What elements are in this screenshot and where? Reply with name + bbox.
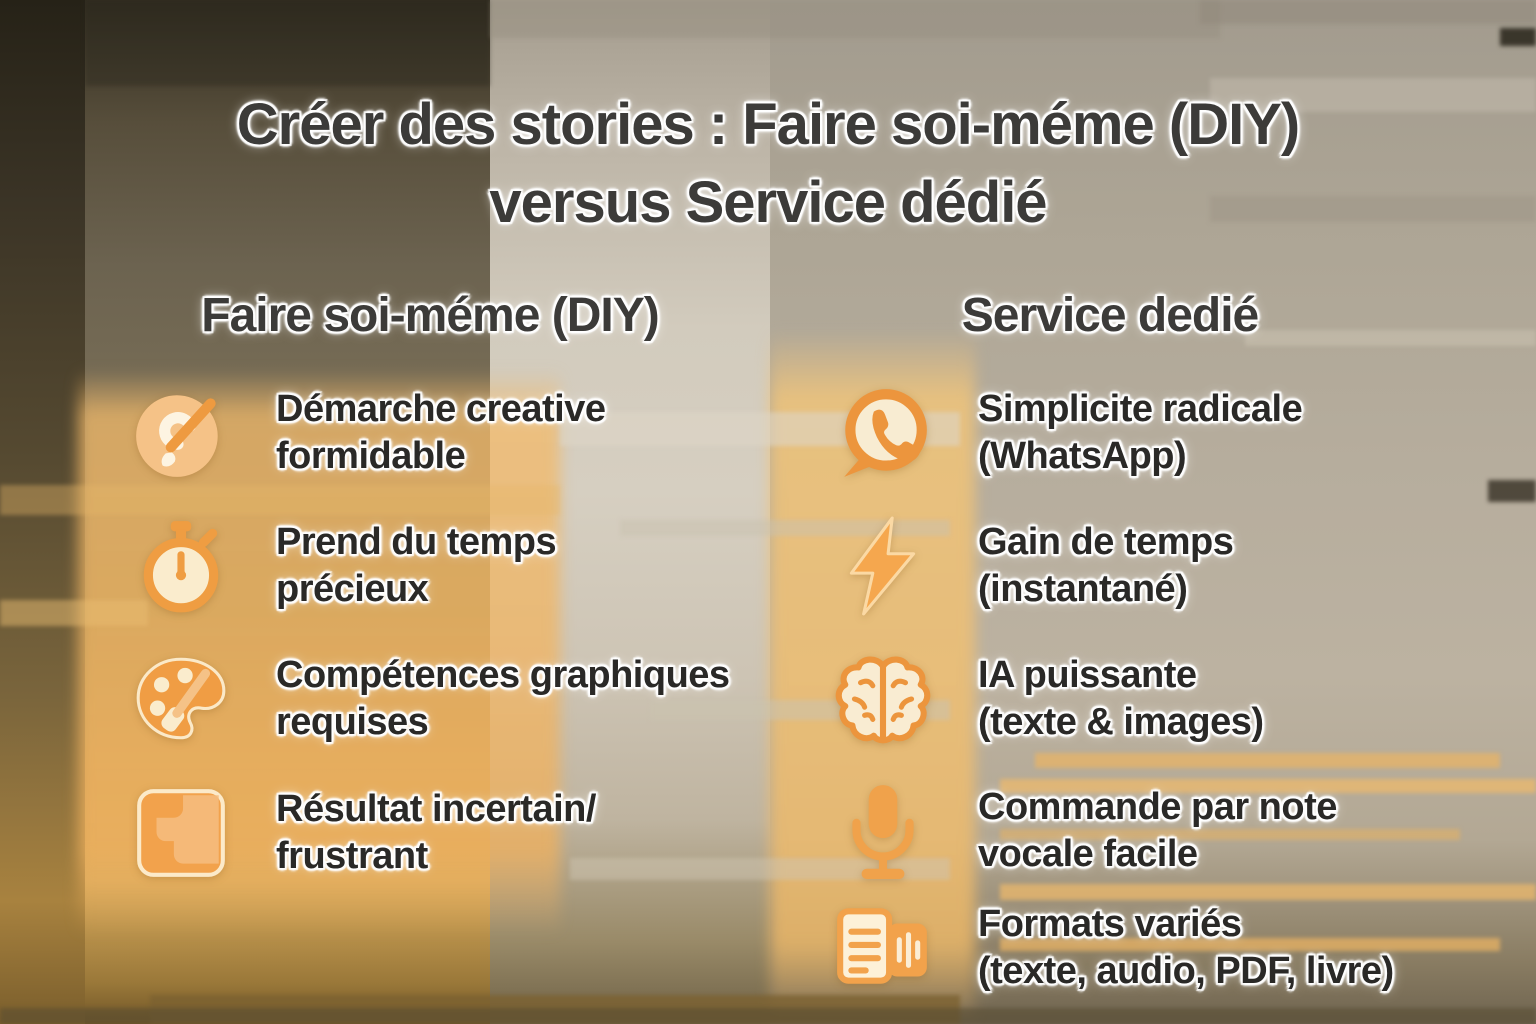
item-text: Prend du temps précieux xyxy=(276,521,557,611)
background-stripe xyxy=(570,858,950,880)
list-item: Compétences graphiques requises xyxy=(130,648,750,750)
background-stripe xyxy=(490,0,1220,38)
list-item: Gain de temps (instantané) xyxy=(832,515,1472,617)
list-item: IA puissante (texte & images) xyxy=(832,648,1472,750)
item-text: IA puissante (texte & images) xyxy=(978,654,1264,744)
background-panel-left-edge xyxy=(0,0,85,1024)
documents-icon xyxy=(832,897,934,999)
background-stripe xyxy=(1210,196,1536,222)
item-text: Formats variés (texte, audio, PDF, livre… xyxy=(978,903,1394,993)
item-text: Compétences graphiques requises xyxy=(276,654,730,744)
brain-icon xyxy=(832,648,934,750)
paint-brush-icon xyxy=(130,382,232,484)
stopwatch-icon xyxy=(130,515,232,617)
item-text: Simplicite radicale (WhatsApp) xyxy=(978,388,1303,478)
puzzle-icon xyxy=(130,782,232,884)
column-header-service: Service dedié xyxy=(961,289,1260,342)
background-stripe xyxy=(0,1008,1536,1024)
list-item: Commande par note vocale facile xyxy=(832,780,1472,882)
column-header-diy: Faire soi-méme (DIY) xyxy=(201,289,659,342)
background-stripe xyxy=(1245,330,1536,346)
background-stripe xyxy=(1000,829,1460,840)
background-stripe xyxy=(1210,78,1536,112)
list-item: Simplicite radicale (WhatsApp) xyxy=(832,382,1472,484)
page-title: Créer des stories : Faire soi-méme (DIY)… xyxy=(236,92,1300,235)
item-text: Résultat incertain/ frustrant xyxy=(276,788,596,878)
item-text: Gain de temps (instantané) xyxy=(978,521,1234,611)
microphone-icon xyxy=(832,780,934,882)
background-stripe xyxy=(0,485,560,515)
list-item: Résultat incertain/ frustrant xyxy=(130,782,750,884)
background-stripe xyxy=(1500,28,1536,46)
palette-icon xyxy=(130,648,232,750)
background-stripe xyxy=(1000,779,1536,793)
background-stripe xyxy=(1000,884,1536,900)
whatsapp-icon xyxy=(832,382,934,484)
background-stripe xyxy=(85,0,490,86)
background-stripe xyxy=(1488,480,1536,502)
item-text: Démarche creative formidable xyxy=(276,388,606,478)
background-stripe xyxy=(1200,0,1536,24)
background-stripe xyxy=(1000,938,1500,951)
list-item: Prend du temps précieux xyxy=(130,515,750,617)
background-stripe xyxy=(0,600,148,626)
list-item: Formats variés (texte, audio, PDF, livre… xyxy=(832,897,1472,999)
list-item: Démarche creative formidable xyxy=(130,382,750,484)
background-stripe xyxy=(620,520,950,536)
lightning-icon xyxy=(832,515,934,617)
item-text: Commande par note vocale facile xyxy=(978,786,1337,876)
background-stripe xyxy=(1035,753,1500,768)
